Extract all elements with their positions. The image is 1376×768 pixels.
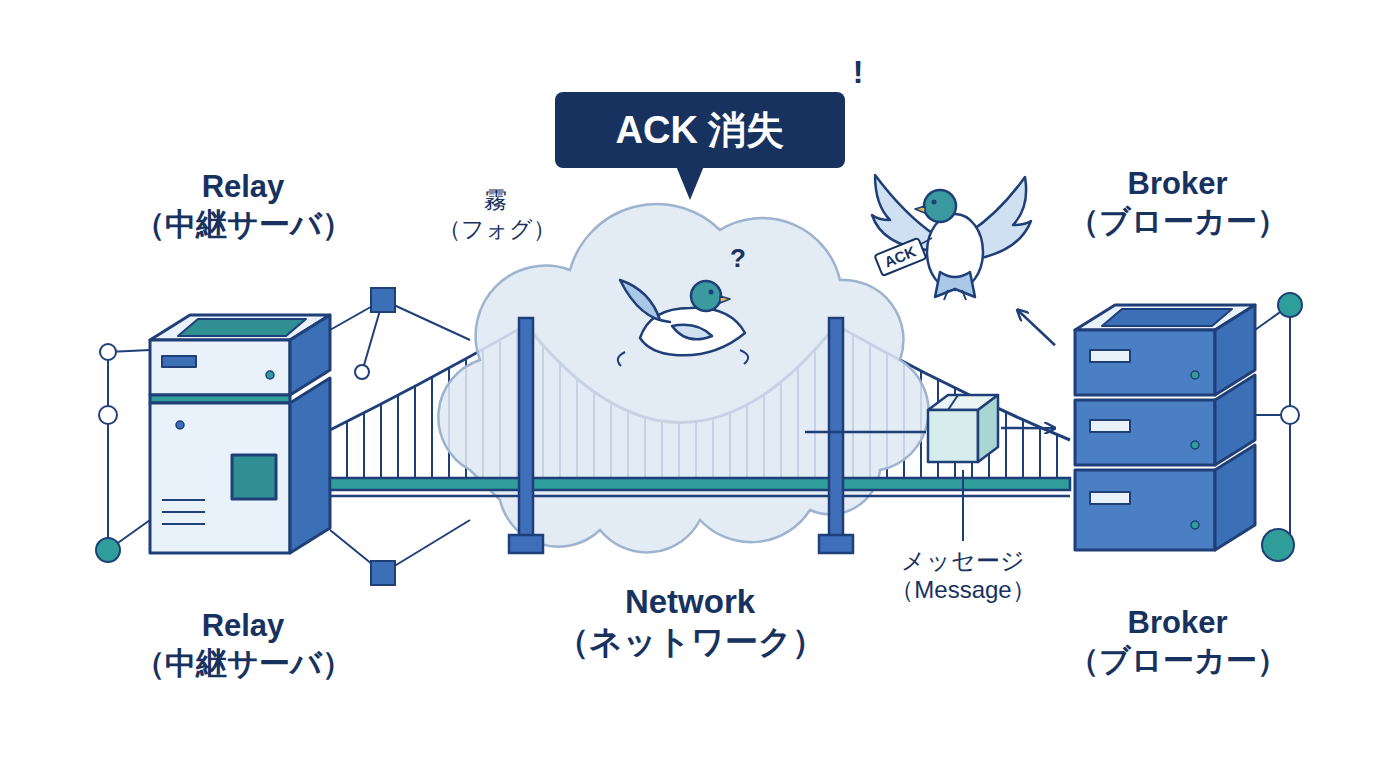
relay-server-icon xyxy=(290,378,330,553)
ack-pigeon-icon xyxy=(935,272,975,297)
network-decoration xyxy=(355,365,369,379)
network-decoration xyxy=(99,406,117,424)
network-decoration xyxy=(371,561,395,585)
bridge-hanger xyxy=(414,386,416,478)
broker-server-icon xyxy=(1090,420,1130,432)
node-label: Broker （ブローカー） xyxy=(1055,604,1300,680)
bridge-tower xyxy=(509,535,543,553)
lost-pigeon xyxy=(618,350,748,366)
message-packet: メッセージ （Message） xyxy=(925,390,1001,466)
relay-server-icon xyxy=(162,511,205,513)
relay-server-icon xyxy=(232,455,276,499)
broker-server-icon xyxy=(1075,305,1255,550)
ack-pigeon-icon xyxy=(915,206,925,213)
broker-server-icon xyxy=(1191,521,1199,529)
broker-server-icon xyxy=(1215,445,1255,550)
network-decoration xyxy=(371,288,395,312)
ack-pigeon-icon xyxy=(872,175,935,250)
broker-server: Broker （ブローカー） Broker （ブローカー） xyxy=(1055,165,1300,680)
network-decoration xyxy=(1262,529,1294,561)
ack-pigeon-icon xyxy=(944,290,966,300)
lost-pigeon xyxy=(672,325,712,340)
broker-server-icon xyxy=(1191,371,1199,379)
bridge-hanger xyxy=(380,404,382,478)
broker-server-icon xyxy=(1075,470,1215,550)
bridge-hanger xyxy=(1056,434,1058,478)
bridge-hanger xyxy=(431,377,433,478)
relay-server-icon xyxy=(176,421,184,429)
bridge-deck xyxy=(330,478,1070,496)
network-decoration xyxy=(107,352,109,550)
bridge-hanger xyxy=(346,421,348,478)
node-label: Network （ネットワーク） xyxy=(525,582,855,663)
relay-server-icon xyxy=(178,319,306,336)
network-decoration xyxy=(100,344,116,360)
callout-tail xyxy=(676,166,704,200)
relay-server-icon xyxy=(162,499,205,501)
lost-pigeon xyxy=(720,296,730,303)
bridge-hanger xyxy=(363,413,365,478)
callout-bubble: ACK 消失 xyxy=(555,92,845,168)
network-decoration xyxy=(1281,406,1299,424)
flow-arrow xyxy=(1001,427,1055,430)
bridge-hanger xyxy=(1005,412,1007,478)
relay-server-icon xyxy=(150,340,290,395)
broker-server-icon xyxy=(1075,330,1215,395)
fog-cloud xyxy=(438,204,928,552)
lost-pigeon xyxy=(620,280,670,322)
message-packet-icon xyxy=(948,395,958,410)
lost-pigeon xyxy=(691,281,721,311)
bridge-tower xyxy=(819,535,853,553)
question-mark: ? xyxy=(726,242,750,275)
lost-pigeon xyxy=(618,280,748,366)
relay-server-icon xyxy=(150,315,330,553)
ack-pigeon: ACK xyxy=(868,165,1038,310)
bridge-hanger xyxy=(397,395,399,478)
ack-pigeon-icon xyxy=(924,190,956,222)
network-decoration xyxy=(1278,293,1302,317)
broker-server-icon xyxy=(1102,309,1232,326)
ack-pigeon-icon xyxy=(932,200,937,205)
bridge-deck xyxy=(330,495,1070,498)
broker-server-icon xyxy=(1090,350,1130,362)
fog-label: 霧 （フォグ） xyxy=(438,186,552,244)
broker-server-icon xyxy=(1191,441,1199,449)
message-packet-icon xyxy=(962,470,964,541)
flow-arrow xyxy=(1018,310,1055,345)
bridge-hanger xyxy=(1039,427,1041,478)
node-label: Broker （ブローカー） xyxy=(1055,165,1300,241)
broker-server-icon xyxy=(1075,400,1215,465)
node-label: Relay （中継サーバ） xyxy=(123,607,363,683)
network-decoration xyxy=(383,300,470,340)
node-label: Relay （中継サーバ） xyxy=(123,168,363,244)
network-bridge: Network （ネットワーク） xyxy=(525,582,855,682)
relay-server-icon xyxy=(162,523,205,525)
message-packet-icon xyxy=(928,410,978,462)
lost-pigeon xyxy=(709,290,714,295)
relay-server-icon xyxy=(162,356,196,367)
relay-server-icon xyxy=(266,371,274,379)
node-label: ACK xyxy=(873,237,927,278)
bridge-tower xyxy=(829,318,843,540)
bridge-deck xyxy=(330,478,1070,490)
ack-pigeon-icon xyxy=(872,175,1031,300)
node-label: ACK 消失 xyxy=(616,107,785,153)
broker-server-icon xyxy=(1090,492,1130,504)
message-packet-icon xyxy=(978,395,998,462)
alert-mark: ! xyxy=(846,52,870,92)
message-packet-icon xyxy=(805,431,926,434)
message-packet-icon xyxy=(805,395,998,541)
relay-server-icon xyxy=(150,403,290,553)
bridge-tower xyxy=(519,318,533,540)
relay-server: Relay （中継サーバ） Relay （中継サーバ） xyxy=(123,168,363,683)
network-decoration xyxy=(96,538,120,562)
network-decoration xyxy=(383,520,470,573)
node-label: メッセージ （Message） xyxy=(868,546,1058,605)
